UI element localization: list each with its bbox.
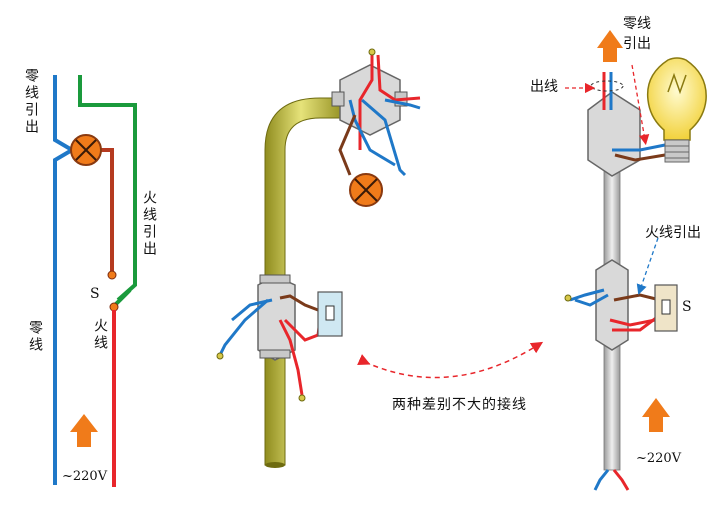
left-schematic: [53, 75, 137, 487]
left-neutral-out-label: 零线引出: [23, 68, 39, 136]
middle-conduit: [216, 48, 421, 468]
right-switch-label: S: [682, 299, 692, 315]
switch-contact: [107, 270, 117, 280]
right-voltage-label: ~220V: [636, 451, 682, 466]
switch-pivot: [109, 302, 119, 312]
caption: 两种差别不大的接线: [392, 397, 527, 413]
current-arrow-icon: [70, 414, 98, 447]
light-bulb-icon: [646, 57, 707, 141]
outlet-arrow-icon: [597, 30, 623, 62]
live-out-wire: [78, 75, 137, 302]
right-live-out-label: 火线引出: [645, 225, 701, 241]
switch-junction-box: [595, 259, 629, 351]
right-assembly: [564, 30, 707, 491]
neutral-wire: [53, 75, 74, 485]
switch-junction-box: [257, 275, 296, 361]
live-out-pointer: [636, 237, 659, 295]
lamp-to-contact-wire: [100, 148, 114, 275]
lamp-junction-box: [587, 91, 641, 177]
left-neutral-label: 零线: [27, 320, 43, 354]
switch-blade: [112, 288, 132, 308]
neutral-out-pointer: [631, 64, 650, 146]
right-outlet-label: 出线: [530, 79, 558, 95]
current-arrow-icon: [642, 398, 670, 432]
left-live-label: 火线: [92, 318, 108, 352]
comparison-arrow: [357, 341, 544, 379]
left-live-out-label: 火线引出: [141, 190, 157, 258]
left-switch-label: S: [90, 286, 100, 302]
left-voltage-label: ~220V: [62, 469, 108, 484]
outlet-ring: [590, 80, 624, 92]
right-neutral-out-label: 零线 引出: [623, 16, 651, 52]
